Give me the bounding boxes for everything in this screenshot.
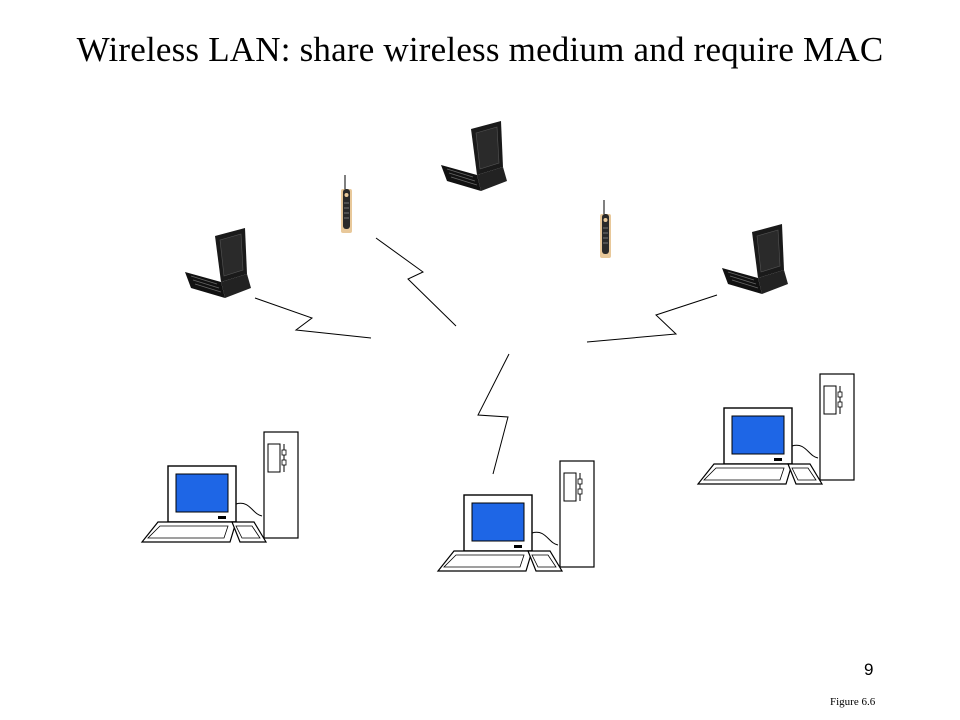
desktop-left-icon (141, 431, 299, 543)
wireless-link-top-left (375, 237, 457, 327)
laptop-top-icon (440, 120, 508, 192)
figure-caption: Figure 6.6 (830, 696, 876, 708)
wireless-link-center (477, 353, 510, 475)
page-number: 9 (864, 660, 874, 679)
slide-title: Wireless LAN: share wireless medium and … (76, 30, 884, 69)
desktop-center-icon (437, 460, 595, 572)
cordless-phone-right-icon (599, 199, 612, 259)
laptop-right-icon (721, 223, 789, 295)
wireless-link-left (254, 297, 372, 339)
cordless-phone-left-icon (340, 174, 353, 234)
desktop-right-icon (697, 373, 855, 485)
wireless-link-right (586, 294, 718, 343)
laptop-left-icon (184, 227, 252, 299)
